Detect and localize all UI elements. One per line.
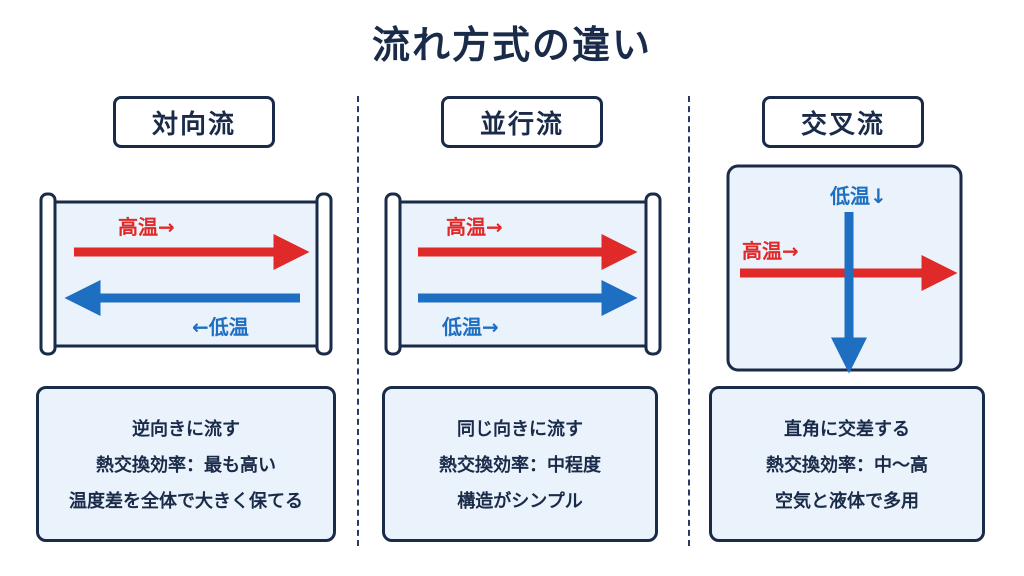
description-line: 空気と液体で多用 (775, 491, 919, 512)
crossflow-description: 直角に交差する 熱交換効率：中〜高 空気と液体で多用 (709, 386, 985, 542)
page-title: 流れ方式の違い (371, 23, 652, 67)
parallel-flow-diagram: 高温→ 低温→ (384, 192, 662, 356)
description-line: 熱交換効率：中程度 (439, 455, 601, 476)
description-line: 構造がシンプル (457, 491, 583, 512)
parallel-cold-label: 低温→ (441, 315, 499, 339)
crossflow-hot-label: 高温→ (742, 239, 799, 263)
counterflow-hot-label: 高温→ (118, 215, 175, 239)
counterflow-diagram: 高温→ ←低温 (39, 192, 333, 356)
description-line: 熱交換効率：最も高い (96, 455, 276, 476)
counterflow-description: 逆向きに流す 熱交換効率：最も高い 温度差を全体で大きく保てる (36, 386, 336, 542)
crossflow-heading: 交叉流 (762, 96, 924, 148)
description-line: 逆向きに流す (132, 419, 240, 440)
description-line: 直角に交差する (784, 419, 910, 440)
description-line: 同じ向きに流す (457, 419, 583, 440)
parallel-flow-heading: 並行流 (441, 96, 603, 148)
parallel-hot-label: 高温→ (446, 215, 503, 239)
counterflow-cold-label: ←低温 (192, 315, 249, 339)
counterflow-heading: 対向流 (113, 96, 275, 148)
column-divider-right (688, 96, 690, 546)
parallel-flow-description: 同じ向きに流す 熱交換効率：中程度 構造がシンプル (382, 386, 658, 542)
crossflow-cold-label: 低温↓ (829, 184, 887, 208)
description-line: 温度差を全体で大きく保てる (69, 491, 303, 512)
description-line: 熱交換効率：中〜高 (766, 455, 928, 476)
column-divider-left (357, 96, 359, 546)
crossflow-diagram: 高温→ 低温↓ (726, 164, 963, 374)
